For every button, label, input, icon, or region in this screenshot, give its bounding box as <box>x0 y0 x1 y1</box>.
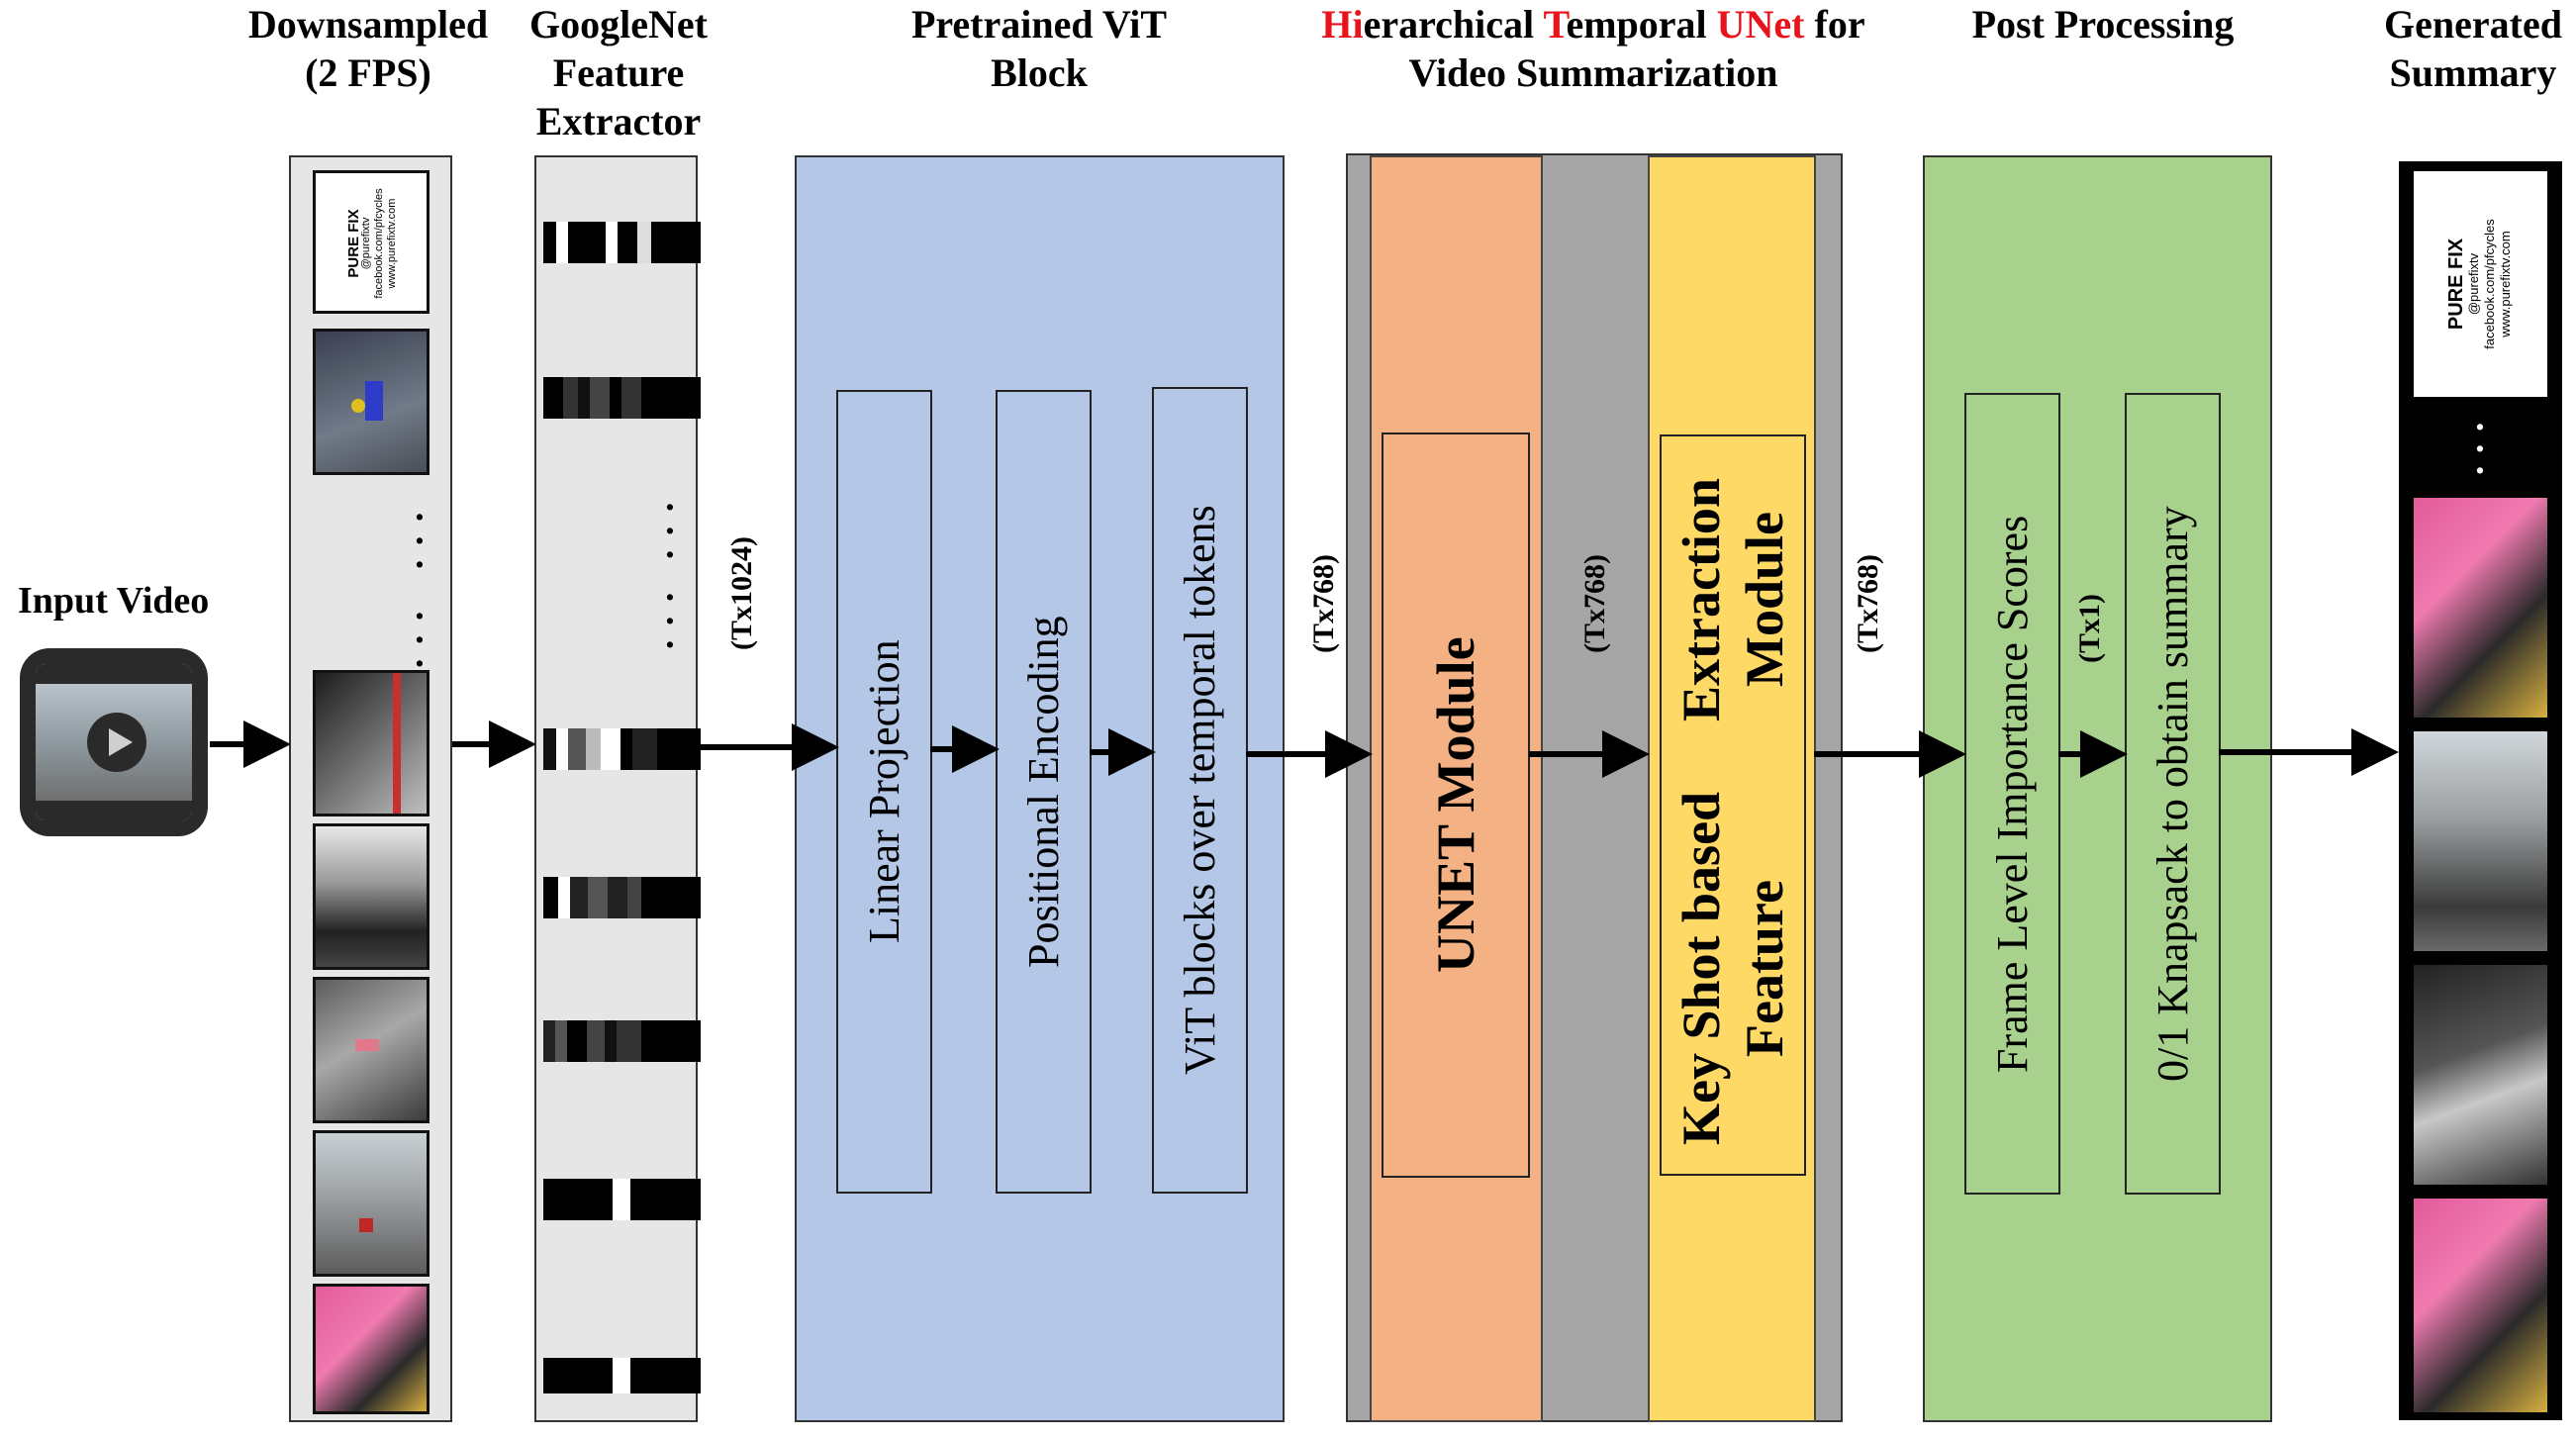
thumbnail-frame <box>313 823 429 970</box>
thumbnail-logo: PURE FIX @purefixtv facebook.com/pfcycle… <box>313 170 429 314</box>
summary-frame <box>2414 1199 2547 1412</box>
feature-vector <box>543 222 701 263</box>
downsampled-strip: PURE FIX @purefixtv facebook.com/pfcycle… <box>289 155 452 1422</box>
header-downsampled: Downsampled (2 FPS) <box>247 2 489 95</box>
post-processing-panel: Frame Level Importance Scores 0/1 Knapsa… <box>1923 155 2272 1422</box>
video-bottom-band <box>36 801 192 820</box>
thumbnail-frame <box>313 977 429 1123</box>
ellipsis-2: ··· <box>663 577 677 666</box>
feature-vector <box>543 377 701 419</box>
input-video-frame <box>36 664 192 820</box>
knapsack-box: 0/1 Knapsack to obtain summary <box>2125 393 2221 1195</box>
htunet-t: T <box>1543 2 1567 47</box>
play-triangle <box>109 728 133 756</box>
input-video-icon[interactable] <box>20 648 208 836</box>
header-vit: Pretrained ViT Block <box>910 2 1168 95</box>
video-top-band <box>36 664 192 684</box>
vit-blocks-box: ViT blocks over temporal tokens <box>1152 387 1248 1194</box>
keyshot-column: Key Shot based Feature Extraction Module <box>1648 155 1816 1422</box>
pink-detail <box>355 1039 379 1051</box>
positional-encoding-box: Positional Encoding <box>996 390 1092 1194</box>
summary-frame <box>2414 965 2547 1185</box>
red-detail <box>393 673 401 814</box>
htunet-panel: UNET Module Key Shot based Feature Extra… <box>1346 153 1843 1422</box>
yellow-spot <box>351 399 365 413</box>
ellipsis-1: ··· <box>663 487 677 576</box>
importance-scores-box: Frame Level Importance Scores <box>1964 393 2060 1195</box>
vit-block-panel: Linear Projection Positional Encoding Vi… <box>795 155 1285 1422</box>
feature-vector <box>543 877 701 918</box>
header-post: Post Processing <box>1971 2 2235 47</box>
htunet-hi: Hi <box>1321 2 1364 47</box>
summary-frame <box>2414 498 2547 718</box>
thumbnail-frame <box>313 329 429 475</box>
header-googlenet: GoogleNet Feature Extractor <box>529 2 708 144</box>
red-detail <box>359 1218 373 1232</box>
header-generated: Generated Summary <box>2384 2 2562 95</box>
summary-thumb-logo: PURE FIX @purefixtv facebook.com/pfcycle… <box>2414 171 2547 397</box>
input-video-label: Input Video <box>18 580 210 622</box>
feature-vector <box>543 1358 701 1393</box>
thumbnail-frame <box>313 1284 429 1414</box>
feature-vector <box>543 728 701 770</box>
blue-figure <box>365 381 383 421</box>
summary-ellipsis: ··· <box>2473 407 2487 492</box>
play-icon[interactable] <box>87 713 146 772</box>
generated-summary-strip: PURE FIX @purefixtv facebook.com/pfcycle… <box>2399 161 2562 1420</box>
googlenet-strip: ··· ··· <box>534 155 701 1422</box>
feature-vector <box>543 1179 701 1220</box>
unet-module-box: UNET Module <box>1382 432 1530 1178</box>
header-htunet-line1: Hierarchical Temporal UNet for <box>1321 2 1865 47</box>
thumbnail-frame <box>313 670 429 816</box>
linear-projection-box: Linear Projection <box>836 390 932 1194</box>
htunet-unet: UNet <box>1716 2 1805 47</box>
unet-column: UNET Module <box>1370 155 1543 1422</box>
header-htunet: Hierarchical Temporal UNet for Video Sum… <box>1287 0 1900 97</box>
ellipsis-1: ··· <box>413 497 427 586</box>
thumbnail-frame <box>313 1130 429 1277</box>
feature-vector <box>543 1020 701 1062</box>
keyshot-module-box: Key Shot based Feature Extraction Module <box>1660 434 1806 1176</box>
summary-frame <box>2414 731 2547 951</box>
